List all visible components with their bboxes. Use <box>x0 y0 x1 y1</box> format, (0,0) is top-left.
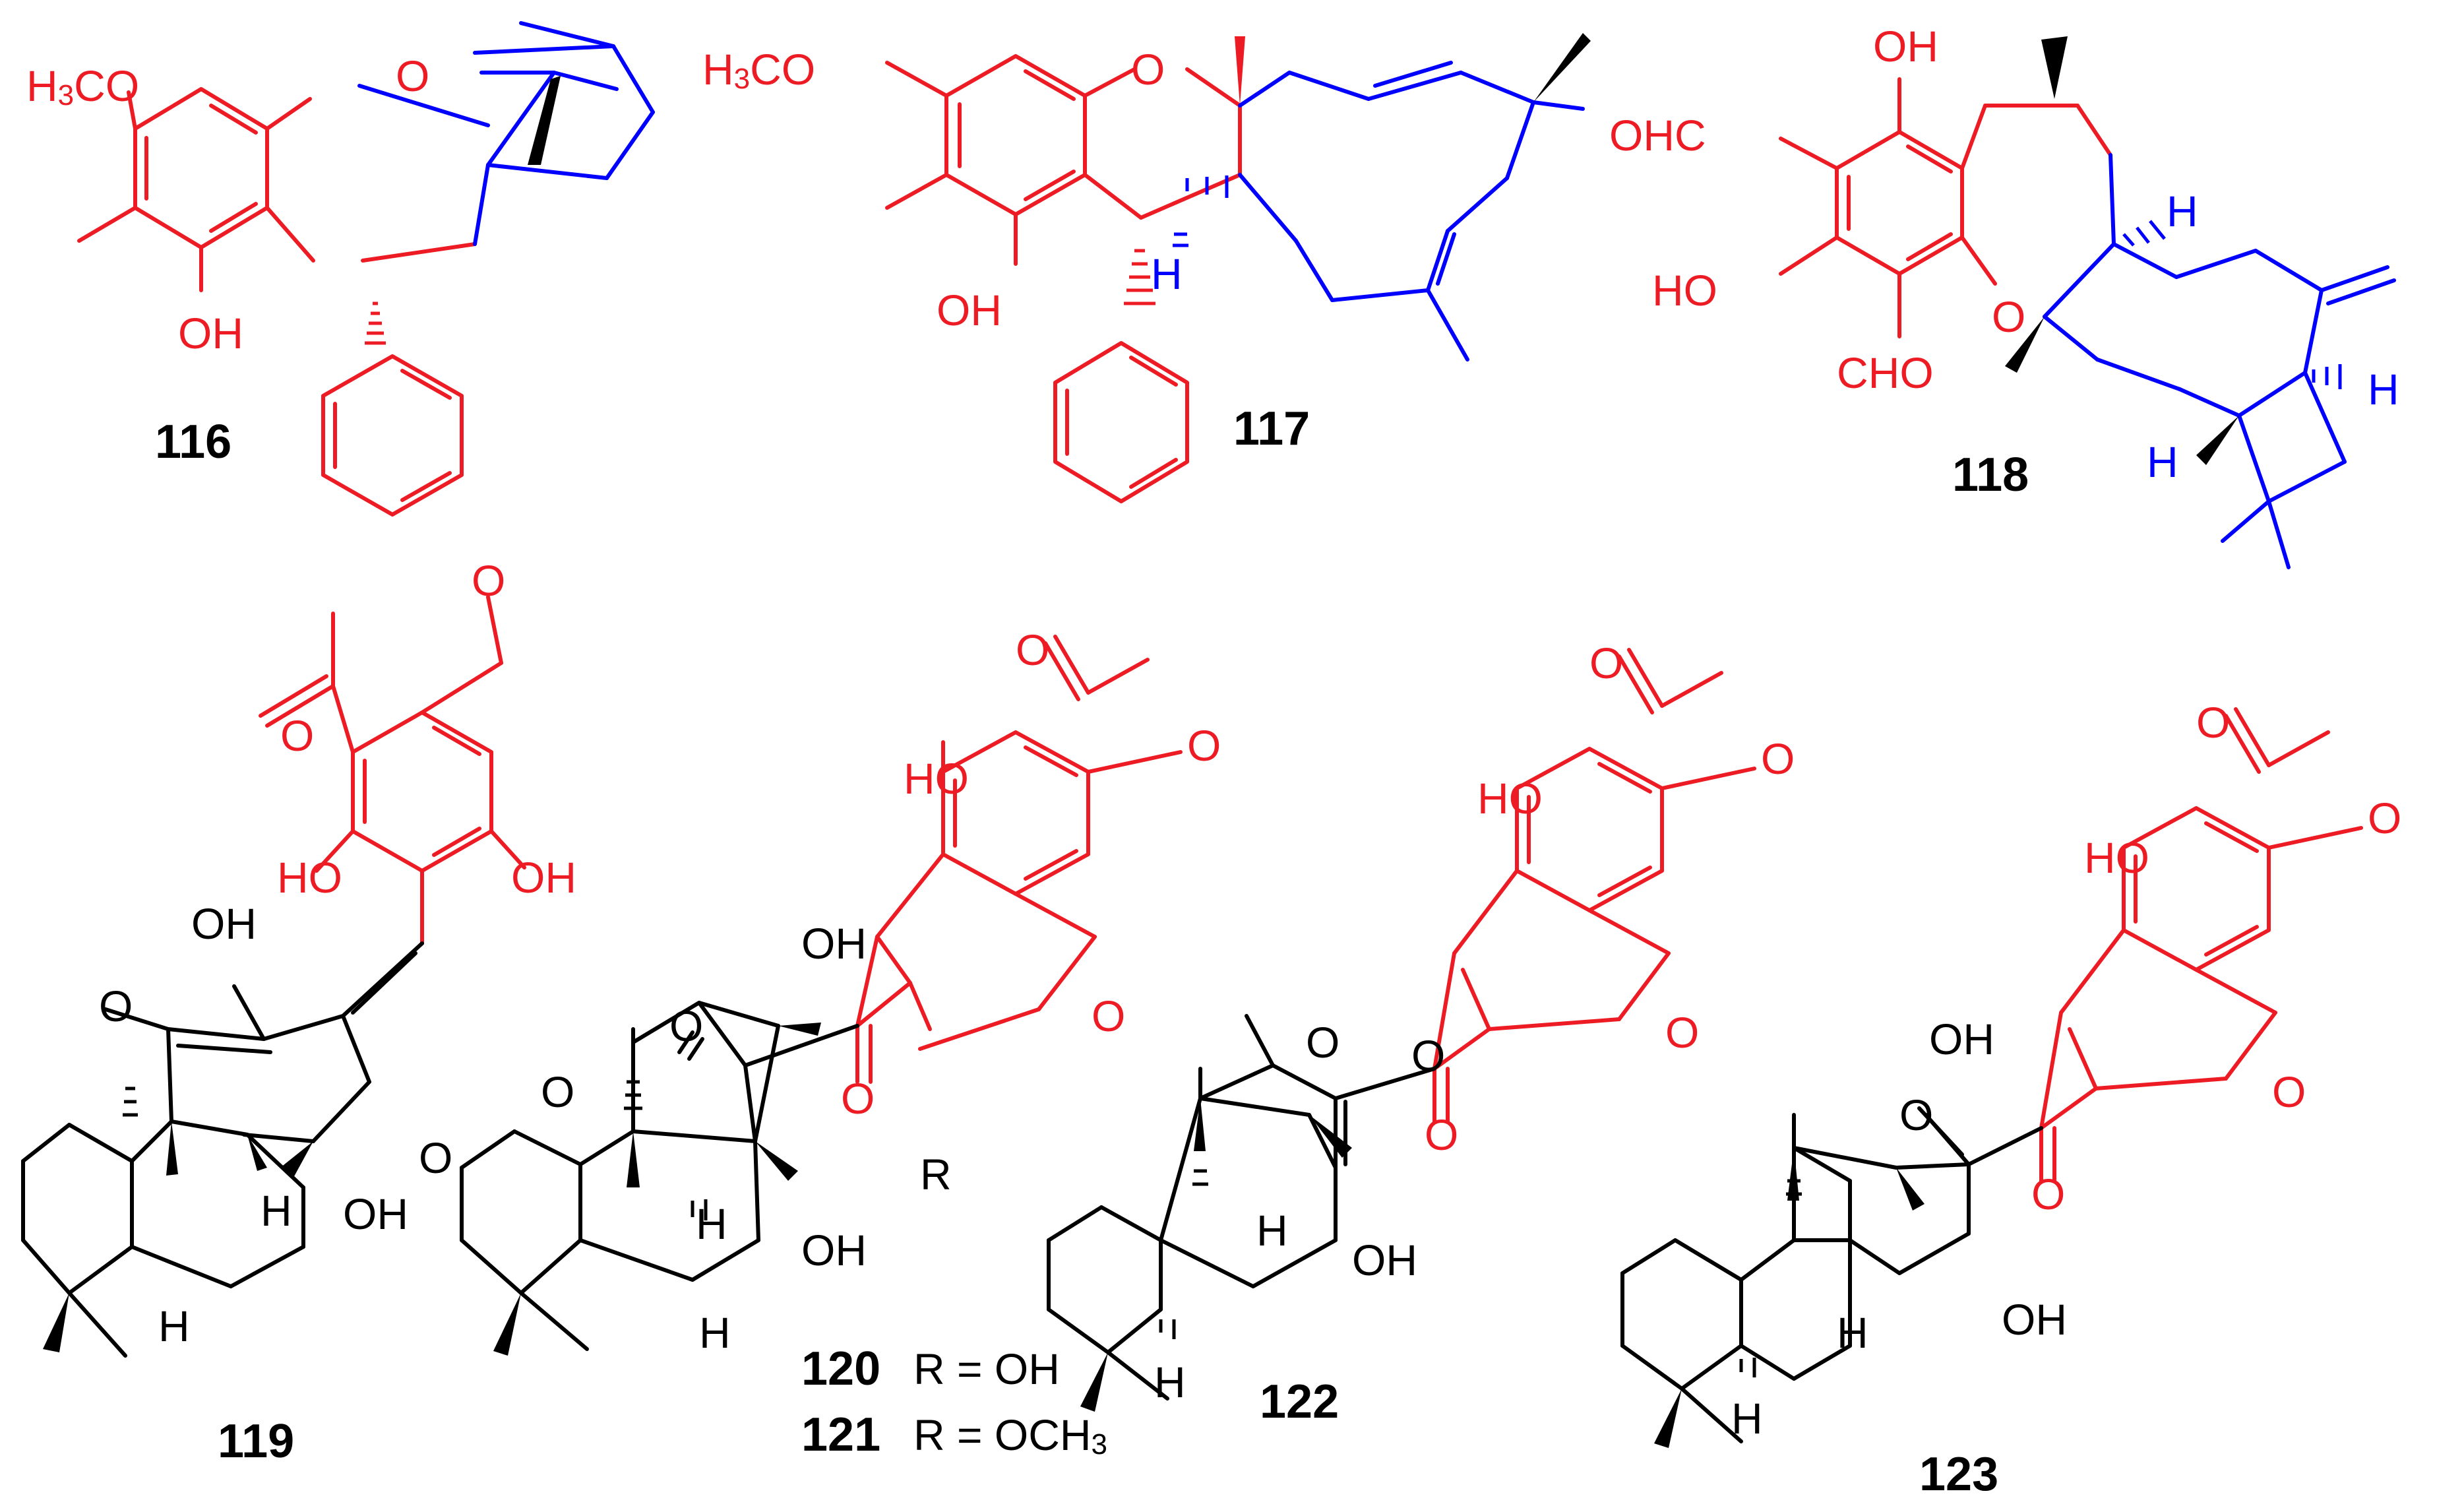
hydroxyl-119-left: HO <box>277 853 342 902</box>
r-definition-120: R = OH <box>913 1344 1060 1393</box>
hydroxyl-119-ring: OH <box>343 1189 408 1238</box>
hydroxyl-123-ring: OH <box>2002 1295 2067 1344</box>
ring-oxygen-116: O <box>396 51 429 100</box>
hydroxyl-122-chromone: HO <box>1477 774 1543 823</box>
hydrogen-122-b: H <box>1154 1358 1186 1406</box>
compound-label-121: 121 <box>801 1408 880 1461</box>
hashed-bond-116 <box>365 301 386 345</box>
methoxy-oxygen-119: O <box>472 556 505 605</box>
hydrogen-118-a: H <box>2167 187 2198 236</box>
hydroxyl-122-ring: OH <box>1352 1236 1417 1284</box>
r-group-120: R <box>920 1150 952 1199</box>
hydroxyl-118-left: HO <box>1652 266 1717 315</box>
hydroxyl-120-chromone: HO <box>904 754 969 803</box>
compound-label-119: 119 <box>218 1415 294 1468</box>
r-definition-121: R = OCH3 <box>913 1410 1107 1461</box>
methoxy-oxygen-120: O <box>1187 721 1221 770</box>
lactone-carbonyl-119: O <box>541 1067 574 1116</box>
compound-label-123: 123 <box>1919 1448 1998 1501</box>
compound-label-116: 116 <box>155 416 231 468</box>
hydrogen-122-a: H <box>1256 1206 1288 1255</box>
structure-117: H3CO O OH H 117 <box>702 33 1591 503</box>
hydroxyl-117: OH <box>937 286 1002 334</box>
acetyl-oxygen-120: O <box>1016 625 1049 674</box>
pyranone-carbonyl-122: O <box>1425 1110 1458 1159</box>
hydroxyl-123-enol: OH <box>1929 1015 1994 1063</box>
compound-label-122: 122 <box>1260 1375 1339 1428</box>
methoxy-label-116: H3CO <box>26 61 139 111</box>
pyranone-oxygen-123: O <box>2272 1067 2306 1116</box>
methoxy-label-117: H3CO <box>702 45 815 95</box>
compound-label-120: 120 <box>801 1342 880 1395</box>
structure-118: OH OHC HO CHO O H H H 118 <box>1609 22 2399 569</box>
acetyl-oxygen-123: O <box>2196 698 2230 747</box>
pyranone-oxygen-122: O <box>1665 1008 1699 1057</box>
structure-119: O O HO OH OH O O O H OH H 119 <box>21 556 576 1468</box>
ketone-oxygen-120: O <box>669 1001 703 1050</box>
ketone-oxygen-119: O <box>99 982 133 1030</box>
acetyl-oxygen-119: O <box>280 711 314 760</box>
structure-122: O HO O O O O O H OH H 122 <box>1047 639 1795 1428</box>
structure-120-121: O HO O O O OH O R H OH H 120 R = OH 121 … <box>460 625 1221 1461</box>
hydrogen-123-a: H <box>1837 1308 1868 1357</box>
compound-label-118: 118 <box>1952 449 2029 501</box>
hydrogen-123-b: H <box>1731 1394 1763 1443</box>
pyranone-oxygen-120: O <box>1092 992 1125 1040</box>
ketone-oxygen-122-a: O <box>1306 1018 1340 1067</box>
pyranone-carbonyl-123: O <box>2031 1170 2065 1218</box>
hydrogen-118-c: H <box>2147 437 2178 486</box>
ketone-oxygen-122-b: O <box>1411 1031 1445 1080</box>
lactone-oxygen-119: O <box>419 1133 452 1182</box>
methoxy-oxygen-123: O <box>2368 794 2401 842</box>
hydrogen-120-b: H <box>699 1308 731 1357</box>
methoxy-oxygen-122: O <box>1761 734 1795 783</box>
hydrogen-120-a: H <box>696 1199 727 1248</box>
aldehyde-118-top: OHC <box>1609 111 1706 160</box>
hydroxyl-120-ring: OH <box>801 1226 867 1275</box>
hydroxyl-118-top: OH <box>1873 22 1938 71</box>
compound-label-117: 117 <box>1233 402 1310 455</box>
hydroxyl-120-enol: OH <box>801 919 867 968</box>
acetyl-oxygen-122: O <box>1589 639 1623 687</box>
hydrogen-118-b: H <box>2368 365 2399 414</box>
hydroxyl-123-chromone: HO <box>2084 833 2149 882</box>
aldehyde-118-bottom: CHO <box>1837 348 1934 397</box>
ketone-oxygen-123: O <box>1899 1090 1933 1139</box>
hydroxyl-119-right: OH <box>511 853 576 902</box>
structure-116: H3CO O OH 116 <box>26 21 655 517</box>
hydrogen-117: H <box>1151 249 1183 298</box>
hydroxyl-116: OH <box>178 309 243 358</box>
hydrogen-119-b: H <box>158 1302 190 1350</box>
ring-oxygen-118: O <box>1992 292 2025 341</box>
ring-oxygen-117: O <box>1131 45 1165 94</box>
hydrogen-119-a: H <box>261 1186 292 1235</box>
structure-123: O HO O O O OH O H OH H 123 <box>1620 698 2401 1501</box>
hydroxyl-119-enol: OH <box>191 899 257 948</box>
pyranone-carbonyl-120: O <box>841 1074 875 1123</box>
